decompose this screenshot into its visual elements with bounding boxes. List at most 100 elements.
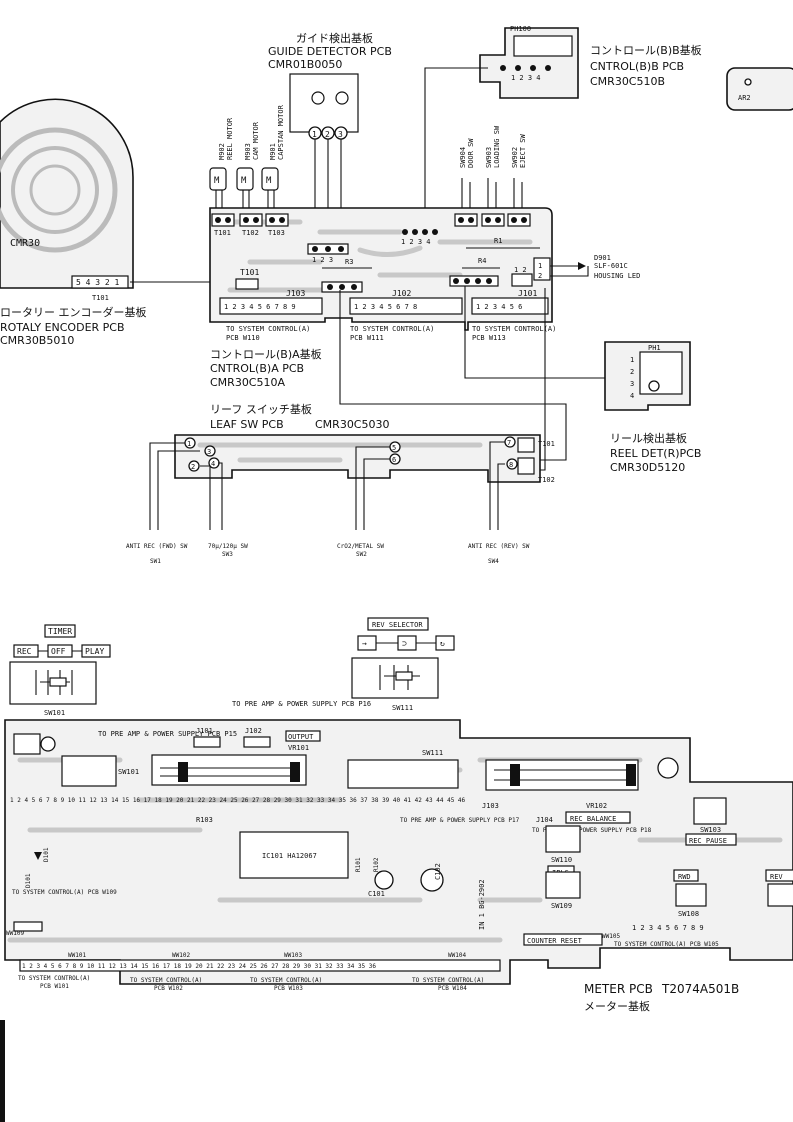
svg-text:CrO2/METAL SW: CrO2/METAL SW <box>337 543 384 550</box>
svg-text:6: 6 <box>392 456 396 464</box>
svg-text:リーフ スイッチ基板: リーフ スイッチ基板 <box>210 402 312 416</box>
timer-switch: TIMER REC OFF PLAY SW101 <box>9 624 111 717</box>
svg-text:1: 1 <box>187 440 191 448</box>
svg-text:PCB W104: PCB W104 <box>438 985 467 992</box>
svg-text:1 2 4 5 6 7 8 9 10 11 12 13 1: 1 2 4 5 6 7 8 9 10 11 12 13 14 15 16 17 … <box>10 797 466 804</box>
svg-text:4: 4 <box>211 460 215 468</box>
svg-text:R102: R102 <box>373 857 380 872</box>
svg-text:T102: T102 <box>538 476 555 484</box>
svg-text:C102: C102 <box>434 863 442 880</box>
rotary-en-label: ROTALY ENCODER PCB <box>0 321 125 334</box>
svg-text:D901: D901 <box>594 254 611 262</box>
svg-text:→: → <box>362 639 367 648</box>
rotary-t101: T101 <box>92 294 109 302</box>
svg-text:TO SYSTEM CONTROL(A): TO SYSTEM CONTROL(A) <box>350 325 434 333</box>
svg-text:SW904: SW904 <box>459 147 467 168</box>
rev-return-icon <box>397 635 417 651</box>
svg-text:SLF-601C: SLF-601C <box>594 262 628 270</box>
svg-text:D101: D101 <box>25 873 32 888</box>
svg-text:1: 1 <box>538 262 542 270</box>
svg-text:J104: J104 <box>536 816 553 824</box>
svg-text:T2074A501B: T2074A501B <box>661 982 739 996</box>
svg-text:REEL DET(R)PCB: REEL DET(R)PCB <box>610 447 701 460</box>
svg-text:PLAY: PLAY <box>85 647 104 656</box>
svg-text:HOUSING LED: HOUSING LED <box>594 272 640 280</box>
svg-text:REEL MOTOR: REEL MOTOR <box>226 117 234 160</box>
svg-text:5: 5 <box>392 444 396 452</box>
svg-text:IC101 HA12067: IC101 HA12067 <box>262 852 317 860</box>
svg-text:1 2 3 4: 1 2 3 4 <box>511 74 541 82</box>
motor-icon <box>261 167 279 191</box>
svg-text:TO SYSTEM CONTROL(A): TO SYSTEM CONTROL(A) <box>18 975 90 982</box>
svg-text:WW105: WW105 <box>602 933 620 940</box>
svg-text:M: M <box>266 176 272 186</box>
svg-text:1 2 3 4 5 6 7 8 9: 1 2 3 4 5 6 7 8 9 <box>632 924 704 932</box>
svg-text:OUTPUT: OUTPUT <box>288 733 314 741</box>
svg-text:TO SYSTEM CONTROL(A): TO SYSTEM CONTROL(A) <box>412 977 484 984</box>
svg-text:TO PRE AMP & POWER SUPPLY PCB: TO PRE AMP & POWER SUPPLY PCB P16 <box>232 700 371 708</box>
svg-text:T102: T102 <box>242 229 259 237</box>
svg-text:METER PCB: METER PCB <box>584 982 653 996</box>
svg-text:CMR30C5030: CMR30C5030 <box>315 418 390 431</box>
svg-text:1 2 3 4: 1 2 3 4 <box>401 238 431 246</box>
top-switches: SW904 DOOR SW SW903 LOADING SW SW902 EJE… <box>459 125 527 215</box>
svg-text:1 2 3: 1 2 3 <box>312 256 333 264</box>
svg-text:3: 3 <box>338 130 343 139</box>
led-diode-icon <box>578 262 586 270</box>
svg-text:T101: T101 <box>214 229 231 237</box>
motor-m902: M902 REEL MOTOR M <box>209 117 234 191</box>
cbb-en-label: CNTROL(B)B PCB <box>590 60 684 73</box>
svg-text:メーター基板: メーター基板 <box>584 999 650 1013</box>
ph100-label: PH100 <box>510 25 531 33</box>
svg-text:TO SYSTEM CONTROL(A) PCB W109: TO SYSTEM CONTROL(A) PCB W109 <box>12 889 117 896</box>
control-b-a-pcb: T101 T102 T103 1 2 3 4 1 2 3 R1 R3 R4 1 … <box>209 207 556 389</box>
photo-interrupter-icon <box>513 35 573 57</box>
svg-text:1 2 3 4 5 6 7 8 9 10 11 12 13: 1 2 3 4 5 6 7 8 9 10 11 12 13 14 15 16 1… <box>22 963 376 970</box>
svg-text:SW2: SW2 <box>356 551 367 558</box>
svg-text:M902: M902 <box>218 143 226 160</box>
svg-text:R103: R103 <box>196 816 213 824</box>
svg-text:VR102: VR102 <box>586 802 607 810</box>
rotary-jp-label: ロータリー エンコーダー基板 <box>0 305 147 319</box>
svg-text:SW111: SW111 <box>392 704 413 712</box>
svg-text:TO PRE AMP & POWER SUPPLY PCB: TO PRE AMP & POWER SUPPLY PCB P18 <box>532 827 652 834</box>
partial-pcb-right: AR2 <box>726 67 793 111</box>
svg-text:TO SYSTEM CONTROL(A) PCB W105: TO SYSTEM CONTROL(A) PCB W105 <box>614 941 719 948</box>
svg-text:M903: M903 <box>244 143 252 160</box>
svg-text:R101: R101 <box>355 857 362 872</box>
svg-text:3: 3 <box>207 448 211 456</box>
svg-text:1 2: 1 2 <box>514 266 527 274</box>
motor-m901: M901 CAPSTAN MOTOR M <box>261 104 285 191</box>
leaf-sw-pcb: リーフ スイッチ基板 LEAF SW PCB CMR30C5030 1 3 2 … <box>126 402 555 565</box>
diode-icon <box>34 852 42 860</box>
svg-text:リール検出基板: リール検出基板 <box>610 431 687 445</box>
guide-pcb-outline <box>289 73 359 133</box>
guide-en-label: GUIDE DETECTOR PCB <box>268 45 392 58</box>
svg-text:PCB W110: PCB W110 <box>226 334 260 342</box>
svg-text:REC BALANCE: REC BALANCE <box>570 815 616 823</box>
reel-det-pcb: PH1 1 2 3 4 リール検出基板 REEL DET(R)PCB CMR30… <box>604 341 701 474</box>
svg-text:SW111: SW111 <box>422 749 443 757</box>
cmr30-silk: CMR30 <box>10 238 40 249</box>
svg-text:DOOR SW: DOOR SW <box>467 138 475 168</box>
svg-text:WW109: WW109 <box>6 930 24 937</box>
reel-photo-sensor-icon <box>639 351 683 395</box>
svg-text:SW103: SW103 <box>700 826 721 834</box>
svg-text:1: 1 <box>312 130 317 139</box>
svg-text:REV: REV <box>770 873 783 881</box>
page-edge <box>0 1020 5 1122</box>
motor-icon <box>236 167 254 191</box>
svg-text:R3: R3 <box>345 258 353 266</box>
svg-text:VR101: VR101 <box>288 744 309 752</box>
svg-text:SW101: SW101 <box>118 768 139 776</box>
rev-loop-icon <box>435 635 455 651</box>
svg-text:WW101: WW101 <box>68 952 86 959</box>
svg-text:REV SELECTOR: REV SELECTOR <box>372 621 423 629</box>
svg-text:SW110: SW110 <box>551 856 572 864</box>
svg-text:PCB W111: PCB W111 <box>350 334 384 342</box>
svg-text:ANTI REC (REV) SW: ANTI REC (REV) SW <box>468 543 530 550</box>
svg-text:PCB W113: PCB W113 <box>472 334 506 342</box>
svg-text:COUNTER RESET: COUNTER RESET <box>527 937 583 945</box>
cbb-code-label: CMR30C510B <box>590 75 665 88</box>
